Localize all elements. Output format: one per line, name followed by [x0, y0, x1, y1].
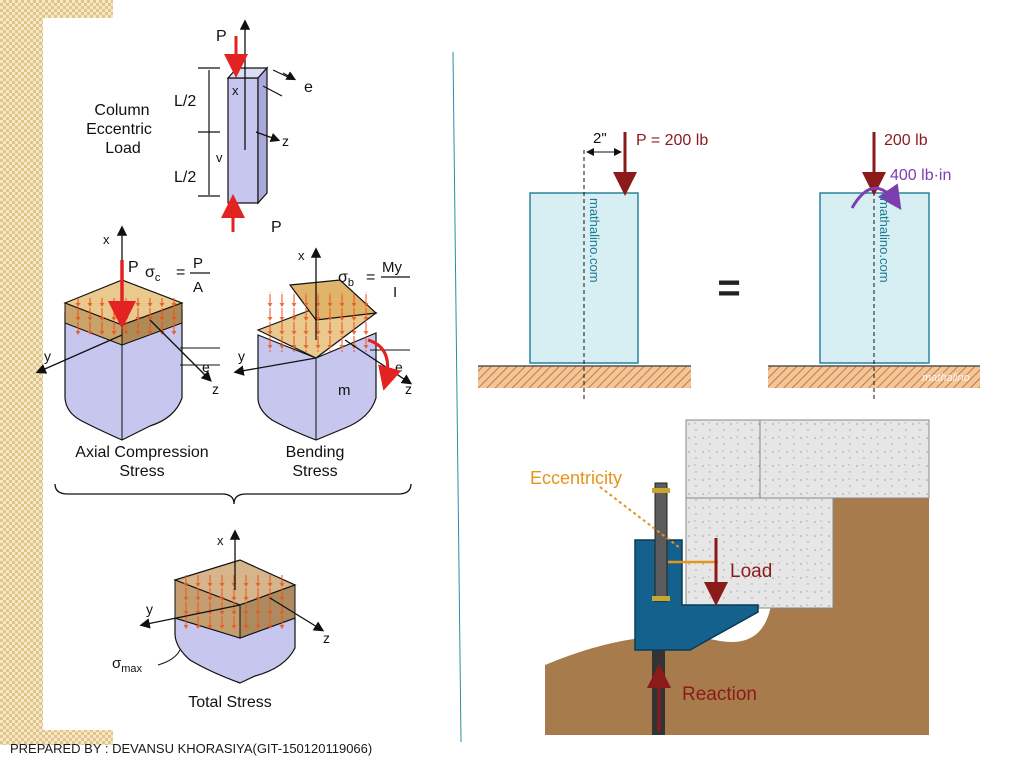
- column-title-line3: Load: [105, 140, 141, 157]
- bending-denominator: I: [393, 284, 397, 301]
- bending-eccentricity: e: [395, 359, 403, 375]
- axial-axis-x: x: [103, 232, 110, 247]
- axial-compression-block: P x y z e σc = P A Axial Compression Str…: [35, 225, 220, 480]
- axial-sigma-subscript: c: [155, 272, 161, 284]
- axis-v-label: v: [216, 150, 223, 165]
- bracket-connection-figure: Eccentricity Load Reaction: [517, 405, 930, 735]
- bending-axis-z: z: [405, 381, 412, 397]
- axis-x-label: x: [232, 83, 239, 98]
- right-moment-arrow: [850, 183, 902, 210]
- right-watermark: mathalino.com: [877, 198, 892, 283]
- left-load-label: P = 200 lb: [636, 132, 708, 149]
- top-load-label: P: [216, 28, 227, 45]
- svg-text:=: =: [176, 264, 185, 281]
- total-sigma: σ: [112, 655, 122, 672]
- total-caption: Total Stress: [188, 694, 272, 711]
- bottom-load-label: P: [271, 219, 282, 236]
- vertical-divider: [452, 52, 462, 742]
- eccentricity-callout: Eccentricity: [530, 468, 622, 488]
- axial-numerator: P: [193, 255, 203, 272]
- upper-concrete-slab: [685, 419, 930, 499]
- total-stress-block: x y z σmax Total Stress: [112, 529, 330, 711]
- bending-caption-line2: Stress: [292, 463, 337, 480]
- bending-sigma-subscript: b: [348, 277, 354, 289]
- axial-load-label: P: [128, 259, 139, 276]
- equals-sign: =: [717, 266, 740, 310]
- total-axis-y: y: [146, 601, 153, 617]
- svg-text:σc: σc: [145, 264, 161, 284]
- column-title-line1: Column: [94, 102, 149, 119]
- lower-concrete-ledge: [685, 497, 834, 609]
- bending-numerator: My: [382, 259, 402, 276]
- axial-eccentricity: e: [202, 359, 210, 375]
- bracket-load-label: Load: [730, 561, 772, 582]
- mathalino-right-figure: 200 lb 400 lb·in mathalino.com mathalino: [768, 132, 980, 402]
- left-offset-label: 2": [593, 130, 607, 147]
- axial-caption-line2: Stress: [119, 463, 164, 480]
- right-corner-mark: mathalino: [922, 372, 970, 384]
- axial-sigma: σ: [145, 264, 155, 281]
- right-load-label: 200 lb: [884, 132, 928, 149]
- half-length-bottom: L/2: [174, 169, 196, 186]
- footer-credit: PREPARED BY : DEVANSU KHORASIYA(GIT-1501…: [10, 741, 373, 756]
- column-side-face: [257, 66, 268, 205]
- column-title-line2: Eccentric: [86, 121, 152, 138]
- bracket-reaction-label: Reaction: [682, 684, 757, 705]
- right-moment-label: 400 lb·in: [890, 167, 951, 184]
- total-sigma-subscript: max: [121, 663, 142, 675]
- eccentricity-label: e: [304, 79, 313, 96]
- half-length-top: L/2: [174, 93, 196, 110]
- bending-caption-line1: Bending: [286, 444, 345, 461]
- total-axis-x: x: [217, 533, 224, 548]
- svg-text:σb: σb: [338, 269, 354, 289]
- column-eccentric-diagram: Column Eccentric Load P x e L/2 L/2 v z …: [86, 19, 313, 236]
- axial-caption-line1: Axial Compression: [75, 444, 208, 461]
- bending-axis-x: x: [298, 248, 305, 263]
- bending-lower-body: [257, 332, 377, 441]
- bending-stress-block: x y z e m σb = My I Bending Stress: [233, 247, 413, 480]
- axial-lower-body: [64, 309, 183, 441]
- bending-moment-label: m: [338, 382, 351, 399]
- axial-axis-y: y: [44, 348, 51, 364]
- anchor-bolt: [654, 482, 668, 602]
- left-watermark: mathalino.com: [587, 198, 602, 283]
- axis-z-label: z: [282, 133, 289, 149]
- bending-axis-y: y: [238, 348, 245, 364]
- bending-sigma: σ: [338, 269, 348, 286]
- axial-axis-z: z: [212, 381, 219, 397]
- svg-text:=: =: [366, 269, 375, 286]
- bending-moment-arrow: [367, 338, 402, 391]
- total-axis-z: z: [323, 630, 330, 646]
- axial-denominator: A: [193, 279, 203, 296]
- total-lower-body: [174, 617, 296, 684]
- mathalino-left-figure: P = 200 lb 2" mathalino.com: [478, 130, 708, 402]
- sum-brace: [54, 483, 412, 505]
- svg-text:σmax: σmax: [112, 655, 143, 675]
